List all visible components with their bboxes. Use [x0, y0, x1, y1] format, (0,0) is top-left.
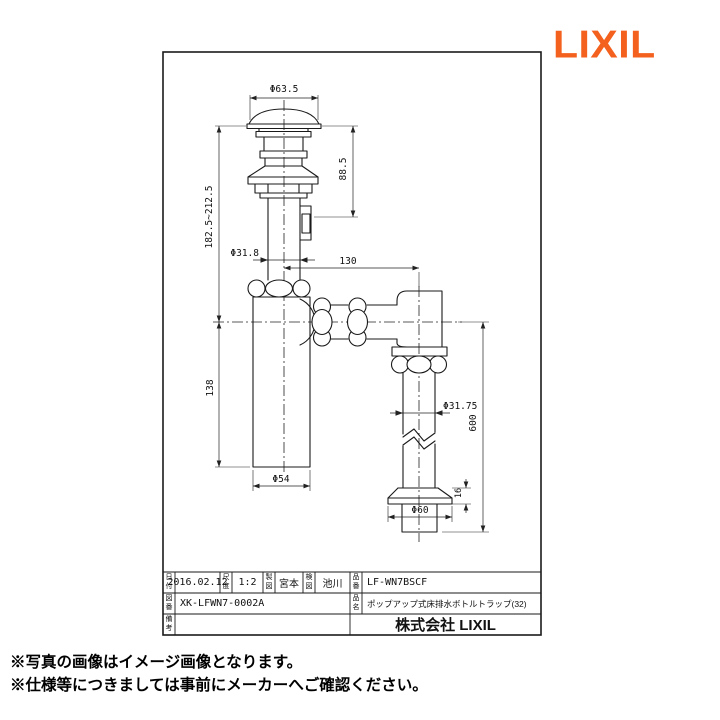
dimension-flange-height: 16: [452, 479, 471, 513]
outlet-pipe-outline: [387, 372, 453, 533]
dimension-pipe-diameter: Φ31.75: [390, 401, 477, 416]
svg-text:Φ54: Φ54: [272, 474, 289, 485]
svg-text:Φ31.75: Φ31.75: [443, 401, 477, 412]
dimension-flange-diameter: Φ60: [387, 505, 453, 522]
horizontal-pipe: [311, 297, 398, 347]
dimension-drain-height: 88.5: [314, 125, 358, 218]
scale-value: 1:2: [238, 577, 257, 588]
svg-text:138: 138: [205, 379, 216, 396]
company-name: 株式会社 LIXIL: [395, 617, 496, 634]
product-name-label: 品名: [352, 595, 360, 611]
elbow-outline: [390, 290, 448, 374]
drafter-label: 製図: [265, 574, 273, 590]
checker-label: 検図: [305, 574, 313, 590]
svg-text:130: 130: [339, 256, 356, 267]
drafter-value: 宮本: [279, 579, 299, 590]
dimension-pipe-length: 600: [442, 321, 489, 533]
scale-label: 尺度: [222, 574, 230, 590]
title-block-grid: [163, 571, 541, 635]
dimension-install-range: 182.5~212.5: [204, 125, 246, 322]
svg-text:600: 600: [468, 414, 479, 431]
product-name-value: ポップアップ式床排水ボトルトラップ(32): [367, 598, 527, 609]
drawing-no-label: 図番: [165, 595, 173, 611]
dimension-bottle-diameter: Φ54: [252, 470, 311, 491]
dimension-cap-diameter: Φ63.5: [249, 84, 319, 120]
svg-text:182.5~212.5: 182.5~212.5: [204, 186, 215, 249]
dimension-horizontal-offset: 130: [284, 256, 420, 287]
drawing-frame: [162, 51, 542, 636]
checker-value: 池川: [322, 579, 343, 590]
note-line: ※仕様等につきましては事前にメーカーへご確認ください。: [10, 677, 428, 694]
dimension-tail-diameter: Φ31.8: [230, 248, 315, 263]
svg-text:Φ60: Φ60: [411, 505, 428, 516]
footer-notes: ※写真の画像はイメージ画像となります。 ※仕様等につきましては事前にメーカーへご…: [10, 651, 428, 697]
date-value: 2016.02.12: [167, 577, 228, 588]
part-no-value: LF-WN7BSCF: [367, 577, 428, 588]
dimension-bottle-height: 138: [205, 322, 250, 468]
drawing-no-value: XK-LFWN7-0002A: [180, 598, 265, 609]
remarks-value: [175, 614, 350, 635]
svg-text:Φ63.5: Φ63.5: [270, 84, 299, 95]
note-line: ※写真の画像はイメージ画像となります。: [10, 654, 303, 671]
remarks-label: 備考: [165, 616, 173, 632]
svg-text:16: 16: [454, 488, 464, 498]
popup-drain-outline: [246, 108, 322, 281]
part-no-label: 品番: [352, 574, 360, 590]
slip-nut-top: [247, 279, 311, 298]
date-label: 日付: [165, 574, 173, 590]
svg-text:88.5: 88.5: [338, 158, 349, 181]
svg-text:Φ31.8: Φ31.8: [230, 248, 259, 259]
lixil-logo: LIXIL: [553, 22, 656, 66]
